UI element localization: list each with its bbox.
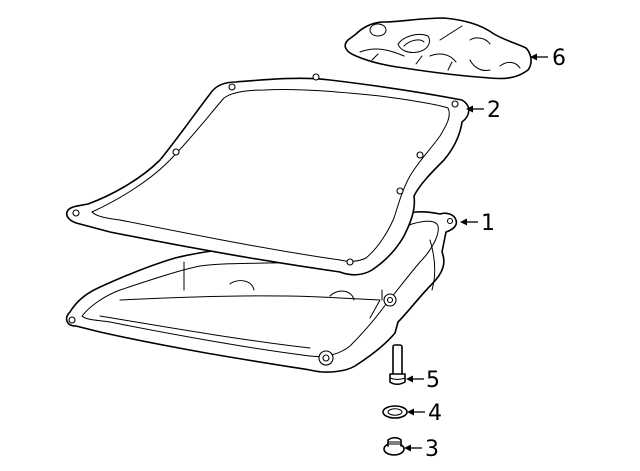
svg-text:2: 2 — [487, 98, 501, 123]
svg-text:1: 1 — [481, 211, 495, 236]
drain-plug[interactable] — [383, 436, 405, 456]
callout-1: 1 — [460, 211, 495, 236]
drain-plug-washer[interactable] — [382, 405, 408, 419]
callout-3: 3 — [404, 437, 439, 462]
pan-bolt[interactable] — [389, 344, 406, 386]
svg-text:4: 4 — [428, 401, 442, 426]
svg-text:6: 6 — [552, 46, 566, 71]
callout-5: 5 — [406, 368, 440, 393]
svg-text:5: 5 — [426, 368, 440, 393]
callout-6: 6 — [530, 46, 566, 71]
heat-shield[interactable] — [344, 17, 532, 80]
callout-4: 4 — [407, 401, 442, 426]
callout-2: 2 — [466, 98, 501, 123]
svg-text:3: 3 — [425, 437, 439, 462]
pan-gasket[interactable] — [65, 73, 470, 276]
